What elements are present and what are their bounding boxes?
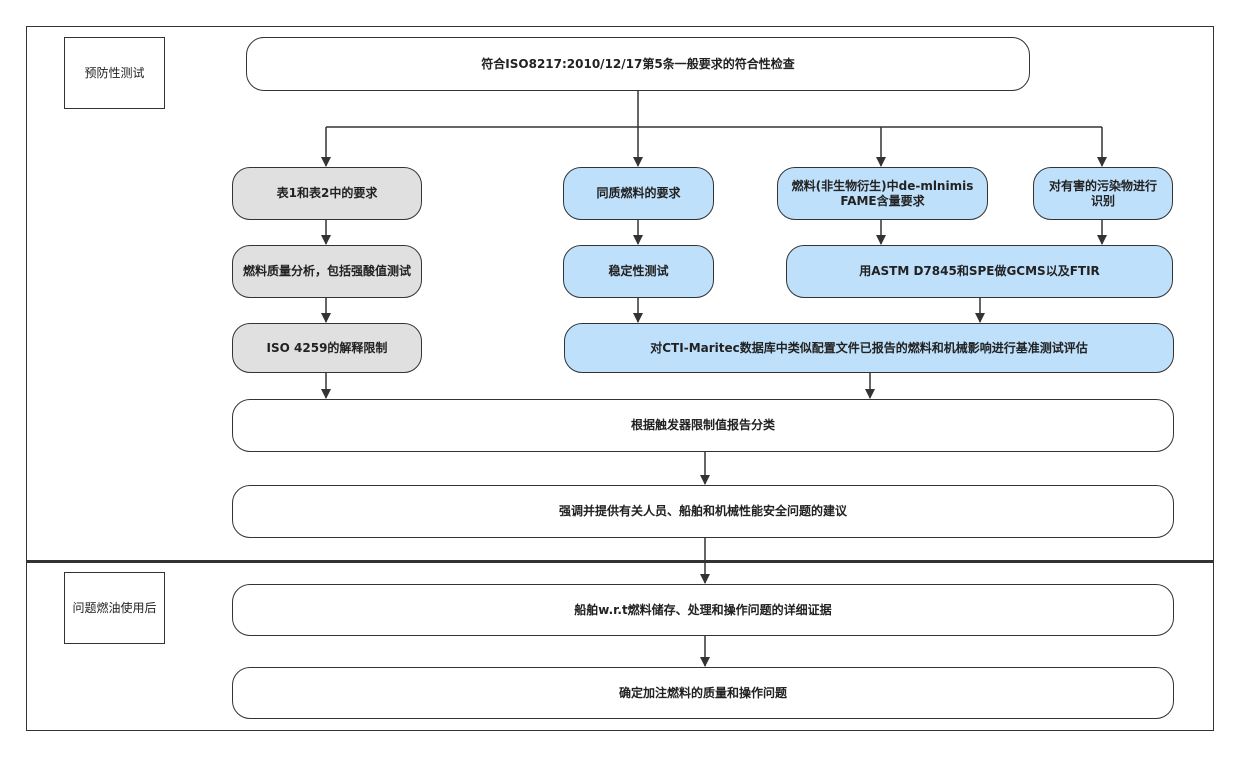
node-cti-maritec-benchmark: 对CTI-Maritec数据库中类似配置文件已报告的燃料和机械影响进行基准测试评…	[564, 323, 1174, 373]
node-stability-test: 稳定性测试	[563, 245, 714, 298]
node-ship-evidence: 船舶w.r.t燃料储存、处理和操作问题的详细证据	[232, 584, 1174, 636]
node-astm-gcms-ftir: 用ASTM D7845和SPE做GCMS以及FTIR	[786, 245, 1173, 298]
node-table-requirements: 表1和表2中的要求	[232, 167, 422, 220]
node-contaminant-id: 对有害的污染物进行识别	[1033, 167, 1173, 220]
diagram-frame	[26, 26, 1214, 731]
node-iso-4259: ISO 4259的解释限制	[232, 323, 422, 373]
section-divider	[26, 560, 1214, 563]
section-label-post-use: 问题燃油使用后	[64, 572, 165, 644]
node-classification-report: 根据触发器限制值报告分类	[232, 399, 1174, 452]
node-fuel-quality-analysis: 燃料质量分析，包括强酸值测试	[232, 245, 422, 298]
node-safety-advice: 强调并提供有关人员、船舶和机械性能安全问题的建议	[232, 485, 1174, 538]
node-fame-content: 燃料(非生物衍生)中de-mlnimis FAME含量要求	[777, 167, 988, 220]
node-homogeneous-fuel: 同质燃料的要求	[563, 167, 714, 220]
section-label-preventive: 预防性测试	[64, 37, 165, 109]
node-conformity-check: 符合ISO8217:2010/12/17第5条一般要求的符合性检查	[246, 37, 1030, 91]
node-quality-issues: 确定加注燃料的质量和操作问题	[232, 667, 1174, 719]
